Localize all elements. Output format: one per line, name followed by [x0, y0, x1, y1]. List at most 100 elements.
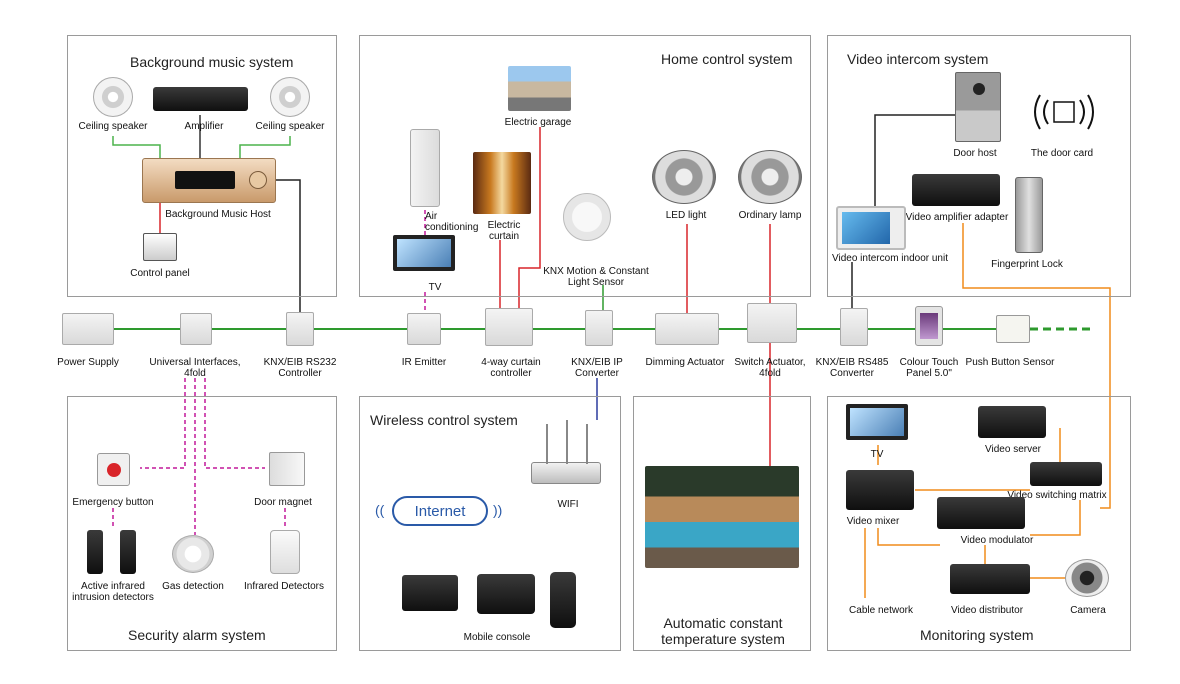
video-server-icon	[978, 406, 1046, 438]
universal-interfaces-label: Universal Interfaces, 4fold	[149, 357, 241, 379]
video-distributor-icon	[950, 564, 1030, 594]
switching-matrix-icon	[1030, 462, 1102, 486]
door-host-label: Door host	[953, 148, 997, 159]
tv-icon	[393, 235, 455, 271]
push-button-label: Push Button Sensor	[965, 357, 1055, 368]
rs232-controller-icon	[286, 312, 314, 346]
active-infrared-label: Active infrared intrusion detectors	[72, 581, 154, 603]
rfid-wave-icon	[1034, 94, 1094, 130]
dimming-actuator-label: Dimming Actuator	[645, 357, 725, 368]
wifi-router-icon	[531, 462, 601, 484]
video-modulator-label: Video modulator	[960, 535, 1034, 546]
active-infrared-icon-2	[120, 530, 136, 574]
section-title: Automatic constant temperature system	[661, 615, 785, 647]
door-magnet-label: Door magnet	[254, 497, 312, 508]
curtain-controller-label: 4-way curtain controller	[481, 357, 541, 379]
section-title: Home control system	[661, 51, 793, 67]
switching-matrix-label: Video switching matrix	[1007, 490, 1107, 501]
door-host-wire	[874, 114, 955, 208]
electric-curtain-label: Electric curtain	[487, 220, 521, 242]
emergency-button-icon	[97, 453, 130, 486]
indoor-unit-icon	[836, 206, 906, 250]
laptop-icon	[402, 575, 458, 611]
mobile-console-label: Mobile console	[463, 632, 531, 643]
electric-curtain-icon	[473, 152, 531, 214]
monitoring-tv-label: TV	[870, 449, 884, 460]
dimming-actuator-icon	[655, 313, 719, 345]
indoor-unit-label: Video intercom indoor unit	[832, 253, 948, 264]
section-title: Monitoring system	[920, 627, 1034, 643]
led-light-icon	[652, 150, 716, 204]
led-light-label: LED light	[665, 210, 707, 221]
door-magnet-icon	[269, 452, 305, 486]
ordinary-lamp-icon	[738, 150, 802, 204]
touch-panel-label: Colour Touch Panel 5.0"	[899, 357, 959, 379]
switch-actuator-icon	[747, 303, 797, 343]
amplifier-icon	[153, 87, 248, 111]
mon-wire-4	[877, 528, 940, 546]
motion-sensor-label: KNX Motion & Constant Light Sensor	[543, 266, 649, 288]
background-music-section: Background music system	[67, 35, 337, 297]
air-conditioning-label: Air conditioning	[425, 211, 479, 233]
wifi-label: WIFI	[557, 499, 579, 510]
ceiling-speaker-right-icon	[270, 77, 310, 117]
camera-icon	[1065, 559, 1109, 597]
door-card-label: The door card	[1030, 148, 1094, 159]
ceiling-speaker-left-icon	[93, 77, 133, 117]
monitoring-section: Monitoring system	[827, 396, 1131, 651]
pool-scene-image	[645, 466, 799, 568]
door-host-icon	[955, 72, 1001, 142]
wireless-control-section: Wireless control system	[359, 396, 621, 651]
video-mixer-icon	[846, 470, 914, 510]
smartphone-icon	[550, 572, 576, 628]
ordinary-lamp-label: Ordinary lamp	[738, 210, 802, 221]
active-infrared-icon	[87, 530, 103, 574]
universal-interfaces-icon	[180, 313, 212, 345]
ir-emitter-icon	[407, 313, 441, 345]
antenna-icon	[546, 424, 548, 464]
tv-label: TV	[428, 282, 442, 293]
section-title: Wireless control system	[370, 412, 518, 428]
auto-temp-section: Automatic constant temperature system	[633, 396, 811, 651]
switch-actuator-label: Switch Actuator, 4fold	[734, 357, 806, 379]
rs232-controller-label: KNX/EIB RS232 Controller	[263, 357, 337, 379]
gas-detection-label: Gas detection	[162, 581, 224, 592]
section-title: Video intercom system	[847, 51, 989, 67]
ceiling-speaker-left-label: Ceiling speaker	[78, 121, 148, 132]
motion-sensor-icon	[563, 193, 611, 241]
electric-garage-label: Electric garage	[504, 117, 572, 128]
video-server-label: Video server	[985, 444, 1041, 455]
ip-converter-icon	[585, 310, 613, 346]
video-amp-adapter-icon	[912, 174, 1000, 206]
touch-panel-icon	[915, 306, 943, 346]
infrared-detectors-label: Infrared Detectors	[243, 581, 325, 592]
speaker-wire-left	[112, 136, 161, 158]
video-distributor-label: Video distributor	[950, 605, 1024, 616]
section-title: Security alarm system	[128, 627, 266, 643]
emergency-button-label: Emergency button	[72, 497, 154, 508]
alarm-wire-1	[140, 378, 186, 469]
music-host-label: Background Music Host	[165, 209, 271, 220]
wifi-signal-left-icon: ((	[375, 502, 385, 518]
garage-wire	[518, 127, 541, 308]
tablet-icon	[477, 574, 535, 614]
air-conditioner-icon	[410, 129, 440, 207]
wifi-signal-right-icon: ))	[493, 502, 503, 518]
video-mixer-label: Video mixer	[846, 516, 900, 527]
ip-converter-label: KNX/EIB IP Converter	[571, 357, 623, 379]
antenna-icon-3	[586, 424, 588, 464]
music-host-icon	[142, 158, 276, 203]
video-intercom-section: Video intercom system	[827, 35, 1131, 297]
push-button-icon	[996, 315, 1030, 343]
security-alarm-section: Security alarm system	[67, 396, 337, 651]
gas-detector-icon	[172, 535, 214, 573]
electric-garage-icon	[508, 66, 571, 111]
control-panel-icon	[143, 233, 177, 261]
video-modulator-icon	[937, 497, 1025, 529]
door-card-icon	[1030, 87, 1098, 137]
amplifier-label: Amplifier	[184, 121, 224, 132]
internet-label: Internet	[414, 503, 466, 520]
rs485-converter-icon	[840, 308, 868, 346]
monitoring-tv-icon	[846, 404, 908, 440]
